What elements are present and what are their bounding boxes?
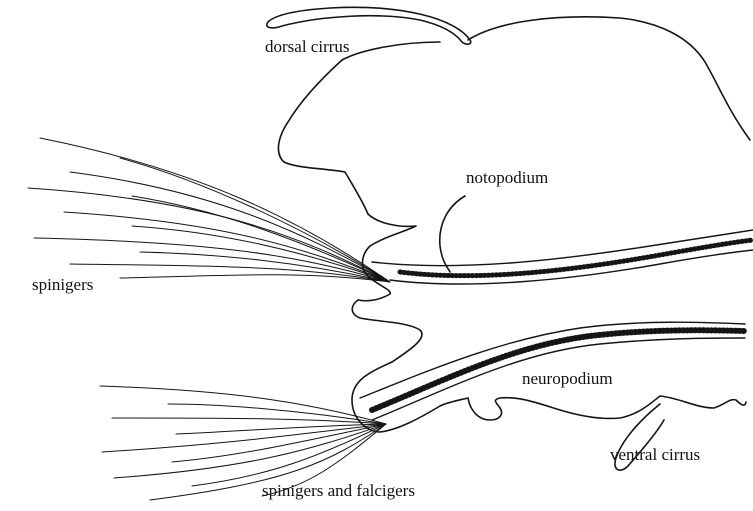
- dorsal-cirrus-label: dorsal cirrus: [265, 38, 350, 55]
- ventral-cirrus-label: ventral cirrus: [610, 446, 700, 463]
- interramal-outline: [352, 300, 422, 362]
- notopodium-acicular-lobe: [358, 196, 465, 301]
- notopodial-spinigers: [28, 138, 390, 282]
- spinigers-and-falcigers-label: spinigers and falcigers: [262, 482, 415, 499]
- spinigers-label: spinigers: [32, 276, 93, 293]
- neuropodium-label: neuropodium: [522, 370, 613, 387]
- notopodium-label: notopodium: [466, 169, 548, 186]
